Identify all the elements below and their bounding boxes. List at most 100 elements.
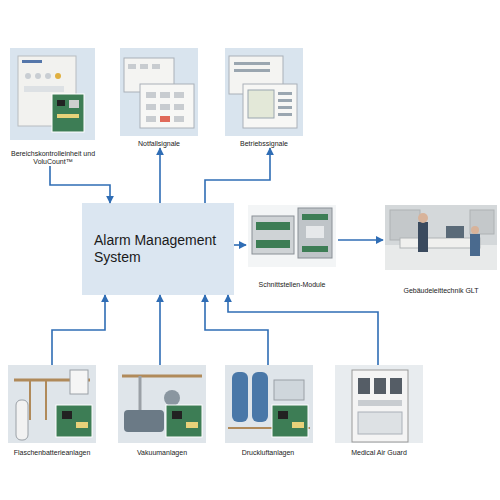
compressed-air-plant-picture-part [274,380,304,400]
control-room-picture-part [470,234,480,256]
interface-module-picture [248,205,336,267]
interface-module-picture-part [256,240,290,248]
tile-caption: Vakuumanlagen [116,449,208,457]
cylinder-manifold-picture-part [76,422,88,428]
vacuum-plant-picture-part [172,411,182,419]
operating-panel-picture-part [278,113,292,116]
emergency-panel-picture-part [174,92,184,98]
emergency-panel-picture [120,48,198,136]
flow-arrow [228,295,378,365]
cabinet-picture [335,365,423,443]
cabinet-picture-part [390,378,402,394]
tile-caption: Schnittstellen-Module [246,281,338,289]
control-room-picture-part [385,205,497,270]
control-unit-picture-part [52,94,84,132]
control-unit-picture-part [57,114,79,118]
emergency-panel-picture-part [140,64,148,69]
operating-panel-picture-part [278,92,292,95]
cabinet-picture-part [358,378,370,394]
operating-panel-picture-part [234,69,270,72]
system-box: Alarm Management System [82,203,234,295]
control-unit-picture-part [24,86,64,92]
cylinder-manifold-picture-part [56,405,92,437]
component-tile: Bereichskontrolleinheit und VoluCount™ [8,48,98,166]
compressed-air-plant-picture-part [278,411,288,419]
tile-caption: Medical Air Guard [333,449,425,457]
operating-panel-picture-part [278,106,292,109]
control-unit-picture-part [45,73,51,79]
cylinder-manifold-picture-part [62,411,72,419]
emergency-panel-picture-part [152,64,160,69]
control-unit-picture-part [55,73,61,79]
cylinder-manifold-picture-part [16,400,28,440]
interface-module-picture-part [302,246,328,252]
compressed-air-plant-picture [225,365,313,443]
flow-arrow [205,295,268,365]
compressed-air-plant-picture-part [252,372,268,422]
operating-panel-picture-part [234,62,270,65]
cabinet-picture-part [335,365,423,443]
emergency-panel-picture-part [128,64,136,69]
interface-module-picture-part [298,208,332,258]
cabinet-picture-part [352,370,408,442]
emergency-panel-picture-part [146,116,156,122]
flow-arrow [234,244,246,246]
component-tile: Vakuumanlagen [116,365,208,457]
flow-arrow [159,148,161,203]
compressed-air-plant-picture-part [272,405,308,437]
interface-module-picture-part [252,216,294,254]
control-unit-picture-part [22,60,42,63]
tile-caption: Druckluftanlagen [222,449,314,457]
cylinder-manifold-picture-part [70,370,88,394]
operating-panel-picture-part [243,84,297,128]
flow-arrow [205,148,270,203]
emergency-panel-picture-part [160,92,170,98]
cylinder-manifold-picture-part [45,380,47,420]
interface-module-picture-part [306,226,324,238]
interface-module-picture-part [256,222,290,230]
cabinet-picture-part [374,378,386,394]
control-room-picture [385,205,497,270]
vacuum-plant-picture-part [124,410,164,432]
flow-arrow [52,295,105,365]
vacuum-plant-picture-part [186,422,198,428]
control-room-picture-part [470,210,494,234]
operating-panel-picture [225,48,303,136]
control-room-picture-part [471,226,479,234]
vacuum-plant-picture-part [164,390,180,406]
control-unit-picture-part [57,100,65,106]
compressed-air-plant-picture-part [292,422,304,428]
vacuum-plant-picture-part [122,375,202,378]
cylinder-manifold-picture-part [8,365,96,443]
control-room-picture-part [390,210,420,240]
interface-module-picture-part [248,205,336,267]
system-label: Alarm Management System [94,232,222,266]
vacuum-plant-picture-part [166,405,202,437]
emergency-panel-picture-part [174,116,184,122]
cabinet-picture-part [358,412,402,434]
tile-caption: Flaschenbatterieanlagen [6,449,98,457]
cylinder-manifold-picture [8,365,96,443]
component-tile: Druckluftanlagen [222,365,314,457]
operating-panel-picture-part [278,99,292,102]
vacuum-plant-picture-part [139,376,142,410]
control-unit-picture-part [69,100,79,108]
component-tile: Notfallsignale [114,48,204,148]
vacuum-plant-picture [118,365,206,443]
emergency-panel-picture-part [146,92,156,98]
emergency-panel-picture-part [174,104,184,110]
component-tile: Flaschenbatterieanlagen [6,365,98,457]
flow-arrow [159,295,161,365]
flow-arrow [338,239,383,241]
tile-caption: Notfallsignale [114,140,204,148]
cylinder-manifold-picture-part [29,380,31,420]
emergency-panel-picture-part [146,104,156,110]
control-unit-picture-part [25,73,31,79]
emergency-panel-picture-part [160,104,170,110]
control-room-picture-part [400,238,480,248]
control-room-picture-part [446,226,464,238]
emergency-panel-picture-part [120,48,198,136]
control-unit-picture-part [10,48,95,140]
